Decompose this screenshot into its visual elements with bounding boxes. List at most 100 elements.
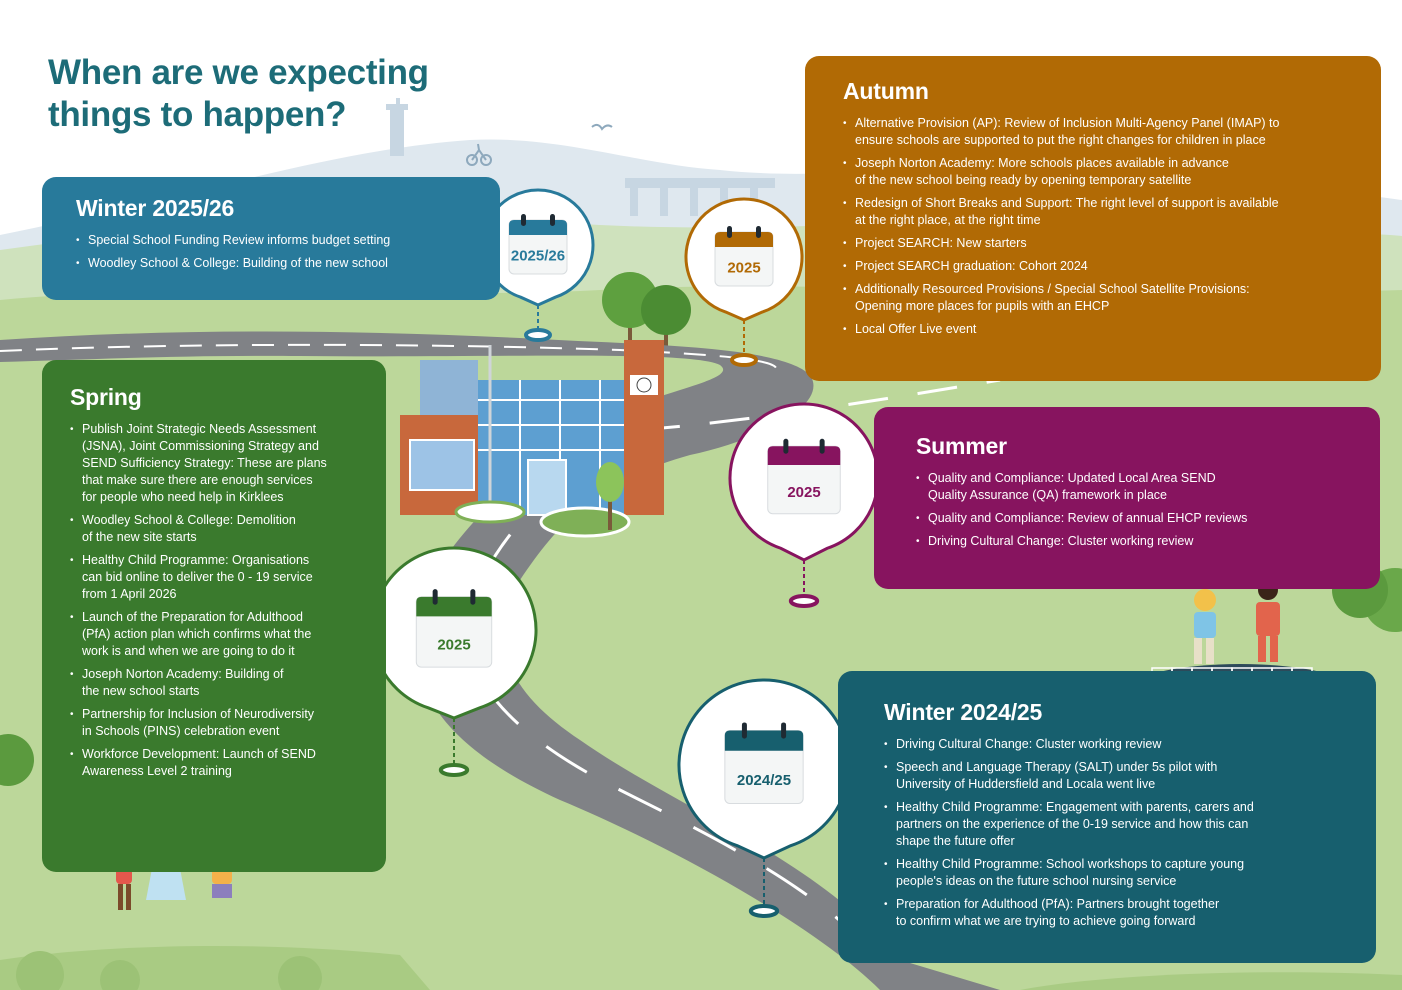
list-item-text: of the new school being ready by opening… [855, 173, 1192, 187]
panel-list-item: Workforce Development: Launch of SEND Awa… [70, 746, 358, 780]
list-item-text: people's ideas on the future school nurs… [896, 874, 1177, 888]
list-item-text: that make sure there are enough services [82, 473, 313, 487]
calendar-year-label: 2025 [727, 260, 760, 277]
list-item-text: Awareness Level 2 training [82, 764, 232, 778]
list-item-text: Launch of the Preparation for Adulthood [82, 610, 303, 624]
panel-heading: Winter 2025/26 [76, 195, 235, 221]
list-item-text: Healthy Child Programme: School workshop… [896, 857, 1245, 871]
panel-list-item: Publish Joint Strategic Needs Assessment… [70, 421, 358, 506]
spring-panel: Spring Publish Joint Strategic Needs Ass… [42, 360, 386, 872]
list-item-text: Project SEARCH graduation: Cohort 2024 [855, 259, 1088, 273]
list-item-text: from 1 April 2026 [82, 587, 177, 601]
school-building [400, 340, 664, 538]
panel-heading: Winter 2024/25 [884, 699, 1043, 725]
foreground-grass [0, 945, 1402, 990]
list-item-text: Healthy Child Programme: Engagement with… [896, 800, 1254, 814]
list-item-text: the new school starts [82, 684, 200, 698]
list-item-text: Preparation for Adulthood (PfA): Partner… [896, 897, 1220, 911]
panel-list-item: Speech and Language Therapy (SALT) under… [884, 759, 1330, 793]
panel-list-item: Alternative Provision (AP): Review of In… [843, 115, 1343, 149]
panel-heading: Autumn [843, 78, 929, 104]
list-item-text: Redesign of Short Breaks and Support: Th… [855, 196, 1279, 210]
list-item-text: Driving Cultural Change: Cluster working… [896, 737, 1162, 751]
panel-list: Special School Funding Review informs bu… [76, 232, 466, 272]
page-title-line: things to happen? [48, 95, 347, 134]
panel-list-item: Launch of the Preparation for Adulthood (… [70, 609, 358, 660]
calendar-icon: 2025 [714, 226, 774, 287]
panel-list-item: Project SEARCH graduation: Cohort 2024 [843, 258, 1343, 275]
panel-list-item: Partnership for Inclusion of Neurodivers… [70, 706, 358, 740]
page-title-line: When are we expecting [48, 53, 429, 92]
castle-hill-tower-silhouette [386, 98, 408, 156]
calendar-icon: 2025/26 [508, 214, 568, 275]
panel-list-item: Driving Cultural Change: Cluster working… [916, 533, 1338, 550]
panel-list-item: Local Offer Live event [843, 321, 1343, 338]
list-item-text: (JSNA), Joint Commissioning Strategy and [82, 439, 319, 453]
list-item-text: Additionally Resourced Provisions / Spec… [855, 282, 1250, 296]
list-item-text: to confirm what we are trying to achieve… [896, 914, 1196, 928]
panel-list-item: Special School Funding Review informs bu… [76, 232, 466, 249]
calendar-icon: 2025 [415, 589, 493, 668]
panel-list-item: Healthy Child Programme: Engagement with… [884, 799, 1330, 850]
panel-list-item: Healthy Child Programme: Organisations ca… [70, 552, 358, 603]
list-item-text: University of Huddersfield and Locala we… [896, 777, 1156, 791]
list-item-text: can bid online to deliver the 0 - 19 ser… [82, 570, 313, 584]
list-item-text: Special School Funding Review informs bu… [88, 233, 391, 247]
summer-panel: Summer Quality and Compliance: Updated L… [874, 407, 1380, 589]
calendar-icon: 2025 [767, 438, 841, 515]
list-item-text: Quality Assurance (QA) framework in plac… [928, 488, 1167, 502]
list-item-text: Workforce Development: Launch of SEND [82, 747, 316, 761]
panel-list-item: Redesign of Short Breaks and Support: Th… [843, 195, 1343, 229]
list-item-text: Joseph Norton Academy: More schools plac… [855, 156, 1229, 170]
list-item-text: partners on the experience of the 0-19 s… [896, 817, 1249, 831]
calendar-marker-winter-2024-25: 2024/25 [677, 678, 851, 918]
panel-heading: Summer [916, 433, 1007, 459]
panel-list-item: Woodley School & College: Building of th… [76, 255, 466, 272]
list-item-text: at the right place, at the right time [855, 213, 1041, 227]
calendar-year-label: 2025/26 [511, 248, 565, 265]
calendar-marker-spring-2025: 2025 [370, 546, 538, 777]
panel-list-item: Preparation for Adulthood (PfA): Partner… [884, 896, 1330, 930]
panel-list: Publish Joint Strategic Needs Assessment… [70, 421, 358, 780]
panel-list-item: Driving Cultural Change: Cluster working… [884, 736, 1330, 753]
list-item-text: Woodley School & College: Building of th… [88, 256, 388, 270]
panel-list-item: Healthy Child Programme: School workshop… [884, 856, 1330, 890]
winter-2025-26-panel: Winter 2025/26 Special School Funding Re… [42, 177, 500, 300]
list-item-text: shape the future offer [896, 834, 1015, 848]
calendar-marker-summer-2025: 2025 [728, 402, 880, 608]
list-item-text: Opening more places for pupils with an E… [855, 299, 1110, 313]
panel-list-item: Project SEARCH: New starters [843, 235, 1343, 252]
list-item-text: Healthy Child Programme: Organisations [82, 553, 310, 567]
panel-list: Driving Cultural Change: Cluster working… [884, 736, 1330, 930]
list-item-text: Partnership for Inclusion of Neurodivers… [82, 707, 315, 721]
panel-list-item: Joseph Norton Academy: More schools plac… [843, 155, 1343, 189]
panel-list-item: Quality and Compliance: Updated Local Ar… [916, 470, 1338, 504]
calendar-marker-autumn-2025: 2025 [684, 197, 804, 367]
list-item-text: Woodley School & College: Demolition [82, 513, 296, 527]
calendar-year-label: 2025 [437, 637, 470, 654]
timeline-markers: 2025/26 2025 2025 2025 2024/25 [370, 188, 880, 918]
panel-heading: Spring [70, 384, 142, 410]
calendar-icon: 2024/25 [724, 722, 804, 804]
calendar-year-label: 2025 [787, 484, 820, 501]
list-item-text: Publish Joint Strategic Needs Assessment [82, 422, 317, 436]
panel-list-item: Additionally Resourced Provisions / Spec… [843, 281, 1343, 315]
list-item-text: Project SEARCH: New starters [855, 236, 1027, 250]
winter-2024-25-panel: Winter 2024/25 Driving Cultural Change: … [838, 671, 1376, 963]
list-item-text: Quality and Compliance: Updated Local Ar… [928, 471, 1216, 485]
panel-list: Quality and Compliance: Updated Local Ar… [916, 470, 1338, 550]
panel-list: Alternative Provision (AP): Review of In… [843, 115, 1343, 338]
list-item-text: for people who need help in Kirklees [82, 490, 284, 504]
calendar-year-label: 2024/25 [737, 772, 791, 789]
list-item-text: in Schools (PINS) celebration event [82, 724, 280, 738]
panel-list-item: Quality and Compliance: Review of annual… [916, 510, 1338, 527]
list-item-text: Quality and Compliance: Review of annual… [928, 511, 1248, 525]
cyclist-icon [466, 143, 492, 166]
list-item-text: Driving Cultural Change: Cluster working… [928, 534, 1194, 548]
list-item-text: (PfA) action plan which confirms what th… [82, 627, 312, 641]
calendar-marker-winter-2025-26: 2025/26 [481, 188, 595, 342]
list-item-text: ensure schools are supported to put the … [855, 133, 1266, 147]
page-title: When are we expecting things to happen? [48, 52, 429, 136]
